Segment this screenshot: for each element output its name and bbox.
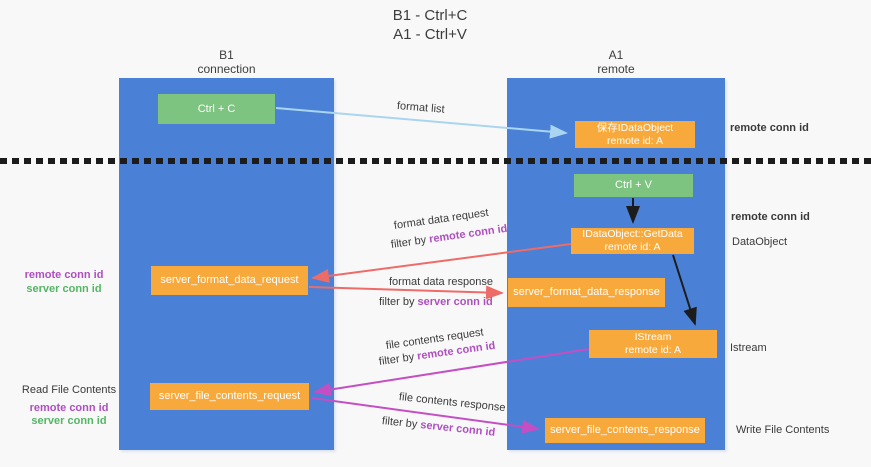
- remote-conn-id-label-top: remote conn id: [730, 122, 809, 134]
- file-request-label: server_file_contents_request: [158, 390, 301, 402]
- server-format-data-request-box: server_format_data_request: [151, 266, 308, 295]
- remote-conn-id-label-mid: remote conn id: [731, 211, 810, 223]
- filter-by-text: filter by: [390, 234, 427, 251]
- ctrl-v-label: Ctrl + V: [615, 179, 652, 191]
- ctrl-c-box: Ctrl + C: [158, 94, 275, 124]
- server-file-contents-response-box: server_file_contents_response: [545, 418, 705, 443]
- remote-conn-id-label-left2: remote conn id: [29, 402, 109, 414]
- getdata-line1: IDataObject::GetData: [582, 228, 683, 240]
- server-conn-id-label-left2: server conn id: [31, 415, 107, 427]
- idataobject-getdata-box: IDataObject::GetData remote id: A: [571, 228, 694, 254]
- server-conn-id-text: server conn id: [419, 419, 496, 439]
- lane-a1-subtitle: remote: [597, 62, 635, 76]
- read-file-contents-label: Read File Contents: [21, 384, 117, 396]
- title-line-2: A1 - Ctrl+V: [393, 26, 467, 43]
- format-list-arrow-label: format list: [396, 100, 446, 116]
- filter-by-text: filter by: [379, 296, 415, 308]
- filter-by-text: filter by: [381, 415, 418, 431]
- server-file-contents-request-box: server_file_contents_request: [150, 383, 309, 410]
- format-response-label: server_format_data_response: [513, 286, 660, 298]
- lane-b1-name: B1: [219, 48, 234, 62]
- file-response-label: server_file_contents_response: [550, 424, 700, 436]
- filter-by-text: filter by: [378, 351, 415, 368]
- write-file-contents-label: Write File Contents: [736, 424, 830, 436]
- lane-header-a1: A1 remote: [507, 48, 725, 76]
- lane-a1-name: A1: [608, 48, 624, 62]
- remote-conn-id-text: remote conn id: [428, 222, 509, 246]
- format-request-label: server_format_data_request: [160, 274, 299, 286]
- lane-b1-subtitle: connection: [197, 62, 256, 76]
- save-idataobject-box: 保存IDataObject remote id: A: [575, 121, 695, 148]
- istream-line1: IStream: [634, 331, 672, 343]
- getdata-line2: remote id: A: [604, 241, 661, 253]
- istream-side-label: Istream: [730, 342, 767, 354]
- save-idataobject-line1: 保存IDataObject: [596, 121, 674, 134]
- istream-box: IStream remote id: A: [589, 330, 717, 358]
- server-conn-id-label-left: server conn id: [26, 283, 102, 295]
- format-response-filter-label: filter by server conn id: [379, 296, 493, 308]
- server-conn-id-text: server conn id: [417, 296, 493, 308]
- ctrl-c-label: Ctrl + C: [197, 102, 236, 115]
- file-response-filter-label: filter by server conn id: [381, 415, 495, 439]
- istream-line2: remote id: A: [624, 344, 682, 356]
- remote-conn-id-label-left: remote conn id: [24, 269, 104, 281]
- dataobject-label: DataObject: [732, 236, 788, 248]
- left-file-conn-ids: Read File Contents remote conn id server…: [20, 384, 118, 428]
- ctrl-v-box: Ctrl + V: [574, 174, 693, 197]
- title-line-1: B1 - Ctrl+C: [392, 7, 468, 24]
- diagram-title: B1 - Ctrl+C A1 - Ctrl+V: [330, 6, 530, 44]
- save-idataobject-line2: remote id: A: [606, 134, 664, 147]
- left-format-conn-ids: remote conn id server conn id: [22, 268, 106, 296]
- lane-header-b1: B1 connection: [119, 48, 334, 76]
- server-format-data-response-box: server_format_data_response: [508, 278, 665, 307]
- format-data-response-label: format data response: [389, 276, 493, 288]
- file-contents-response-label: file contents response: [398, 391, 507, 415]
